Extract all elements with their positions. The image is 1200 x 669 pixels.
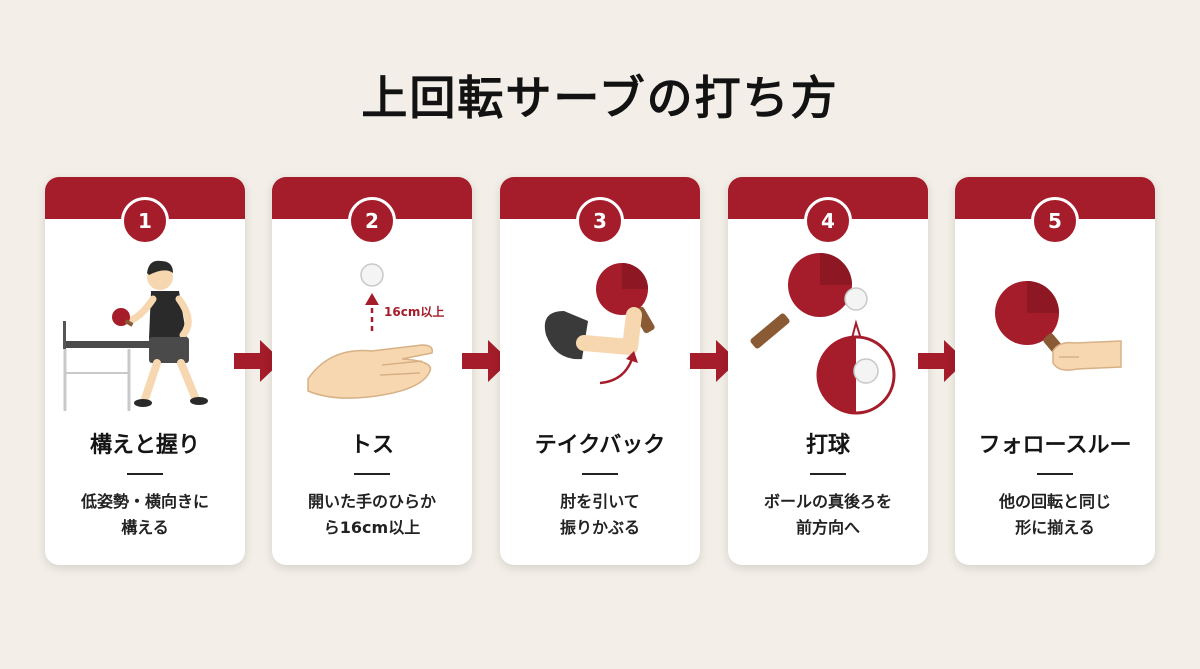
step-number-badge: 2: [348, 197, 396, 245]
toss-height-label: 16cm以上: [384, 305, 445, 319]
step-card-5: 5 フォロースルー 他の回転と同じ 形に揃える: [955, 177, 1155, 565]
divider: [354, 473, 390, 475]
right-arrow-icon: [462, 340, 510, 382]
step-title: トス: [349, 433, 394, 458]
step-number-badge: 3: [576, 197, 624, 245]
step-number-badge: 4: [804, 197, 852, 245]
follow-through-illustration: [995, 281, 1122, 371]
divider: [582, 473, 618, 475]
divider: [810, 473, 846, 475]
step-description: 肘を引いて 振りかぶる: [559, 492, 640, 537]
divider: [1037, 473, 1073, 475]
step-title: フォロースルー: [978, 433, 1132, 458]
step-number-badge: 5: [1031, 197, 1079, 245]
step-title: テイクバック: [534, 433, 666, 458]
right-arrow-icon: [234, 340, 282, 382]
divider: [127, 473, 163, 475]
step-title: 打球: [805, 433, 850, 458]
step-description: 低姿勢・横向きに 構える: [80, 492, 209, 537]
step-card-2: 2 16cm以上 トス 開いた手のひらか ら16cm以上: [272, 177, 472, 565]
impact-illustration: [750, 253, 896, 415]
step-title: 構えと握り: [89, 433, 200, 458]
step-number-badge: 1: [121, 197, 169, 245]
step-card-1: 1 構えと握り 低姿勢・横向きに 構える: [45, 177, 245, 565]
step-card-4: 4 打球 ボールの真後ろを 前方向へ: [728, 177, 928, 565]
step-description: ボールの真後ろを 前方向へ: [763, 492, 892, 537]
page-title: 上回転サーブの打ち方: [361, 71, 839, 125]
right-arrow-icon: [690, 340, 738, 382]
stance-illustration: [63, 260, 208, 411]
step-card-3: 3 テイクバック 肘を引いて 振りかぶる: [500, 177, 700, 565]
step-description: 他の回転と同じ 形に揃える: [998, 492, 1111, 537]
step-description: 開いた手のひらか ら16cm以上: [307, 492, 436, 537]
toss-illustration: [307, 263, 434, 399]
takeback-illustration: [544, 263, 655, 385]
right-arrow-icon: [918, 340, 966, 382]
